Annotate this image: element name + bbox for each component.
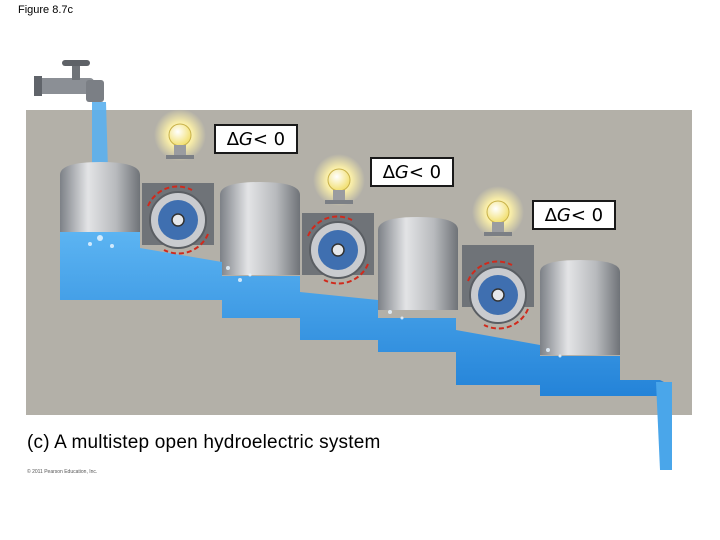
g-variable: G [238, 128, 253, 150]
delta-symbol: ∆ [382, 161, 395, 183]
figure-caption: (c) A multistep open hydroelectric syste… [27, 432, 381, 453]
outflow-stream [656, 382, 672, 470]
water-body [60, 232, 672, 410]
delta-symbol: ∆ [226, 128, 239, 150]
inequality: < 0 [408, 161, 442, 183]
tank [220, 182, 300, 275]
light-bulb-icon [313, 154, 365, 206]
tank [540, 260, 620, 355]
inequality: < 0 [252, 128, 286, 150]
turbine-icon [467, 260, 529, 330]
delta-symbol: ∆ [544, 204, 557, 226]
light-bulb-icon [472, 186, 524, 238]
light-bulb-icon [154, 109, 206, 161]
turbine-icon [147, 185, 209, 255]
splash [88, 235, 562, 358]
delta-g-label: ∆G < 0 [532, 200, 616, 230]
delta-g-label: ∆G < 0 [214, 124, 298, 154]
delta-g-label: ∆G < 0 [370, 157, 454, 187]
tank [378, 217, 458, 310]
g-variable: G [394, 161, 409, 183]
inequality: < 0 [570, 204, 604, 226]
g-variable: G [556, 204, 571, 226]
turbine-icon [307, 215, 369, 285]
figure-label: Figure 8.7c [18, 4, 74, 16]
copyright: © 2011 Pearson Education, Inc. [27, 469, 98, 475]
faucet-icon [34, 60, 104, 102]
